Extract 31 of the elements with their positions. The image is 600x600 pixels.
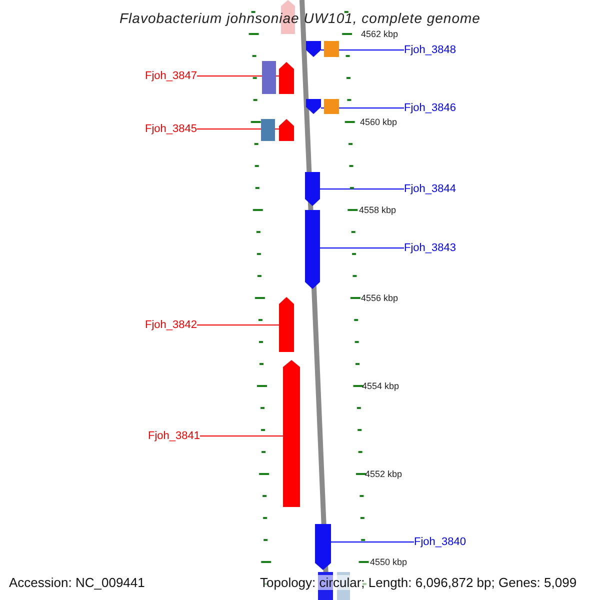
scale-label: 4552 kbp: [365, 469, 402, 479]
gene-glyph: [279, 119, 294, 141]
scale-label: 4550 kbp: [370, 557, 408, 567]
gene-glyph: [315, 524, 331, 570]
gene-label: Fjoh_3842: [145, 319, 197, 331]
title: Flavobacterium johnsoniae UW101, complete genome: [120, 10, 480, 26]
gene-label: Fjoh_3843: [404, 242, 456, 254]
gene-label: Fjoh_3845: [145, 123, 197, 135]
gene-label: Fjoh_3841: [148, 430, 200, 442]
leader-line: [196, 324, 280, 326]
gene-glyph: [279, 62, 294, 94]
gene-glyph: [305, 210, 320, 289]
scale-label: 4560 kbp: [360, 117, 398, 127]
gene-label: Fjoh_3848: [404, 44, 456, 56]
scale-label: 4554 kbp: [362, 381, 400, 391]
scale-label: 4562 kbp: [361, 29, 398, 39]
gene-glyph: [306, 99, 321, 114]
footer-text: Topology: circular; Length: 6,096,872 bp; Genes: 5,099: [260, 574, 577, 590]
leader-line: [196, 128, 280, 130]
scale-label: 4556 kbp: [361, 293, 398, 303]
gene-glyph: [305, 172, 320, 206]
gene-glyph: [279, 297, 294, 352]
footer-text: Accession: NC_009441: [9, 574, 145, 590]
gene-label: Fjoh_3847: [145, 70, 197, 82]
gene-glyph: [283, 360, 300, 507]
leader-line: [320, 188, 404, 190]
gene-label: Fjoh_3844: [404, 183, 456, 195]
scale-label: 4558 kbp: [359, 205, 396, 215]
gene-glyph: [306, 41, 321, 57]
gene-label: Fjoh_3846: [404, 102, 456, 114]
gene-label: Fjoh_3840: [414, 536, 466, 548]
